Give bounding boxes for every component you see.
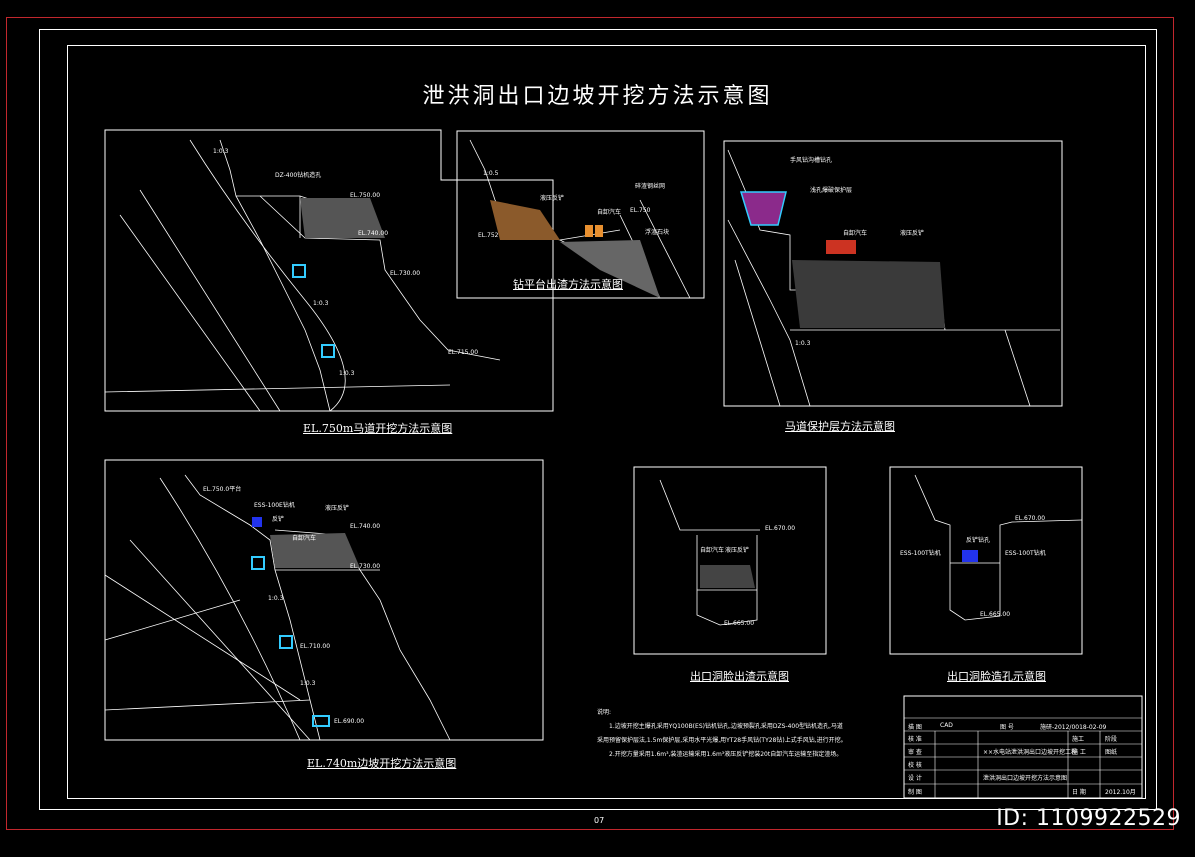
panel6-caption: 出口洞脸造孔示意图 [947,670,1046,683]
panel2-rock-pile [490,200,560,240]
panel6-label: ESS-100T钻机 [900,550,941,557]
panel4-hole-marker-2 [279,635,293,649]
notes-line: 2.开挖方量采用1.6m³,装渣运输采用1.6m³液压反铲挖装20t自卸汽车运输… [609,751,843,758]
panel5-label: 液压反铲 [725,547,750,554]
panel4-label: 液压反铲 [325,505,350,512]
panel4-label: EL.730.00 [350,563,381,570]
panel6-frame [889,466,1083,655]
notes-line: 采用预留保护层法,1.5m保护层,采用水平光爆,用YT28手风钻(TY28钻)上… [597,737,847,744]
panel2-label: 自卸汽车 [597,209,622,216]
panel2-label: 液压反铲 [540,195,565,202]
panel3-protection-layer [739,191,787,226]
panel6-label: 反铲钻孔 [966,537,991,544]
panel1-frame [104,129,554,412]
watermark-id: ID: 1109922529 [996,806,1181,831]
title-block-cell: 图纸 [1105,749,1118,756]
panel1-caption: EL.750m马道开挖方法示意图 [303,422,453,435]
panel5-caption: 出口洞脸出渣示意图 [690,670,789,683]
panel2-label: 碎渣钢丝网 [635,183,666,190]
panel3-label: 手风钻沟槽钻孔 [790,157,833,164]
panel3-label: 浅孔爆破保护层 [810,187,853,194]
panel1-rock-mass [300,198,385,238]
title-block-drawing-title: 泄洪洞出口边坡开挖方法示意图 [983,775,1068,782]
title-block-cell: 阶段 [1105,736,1118,743]
drawing-border-outer [39,29,1157,810]
title-block-cell: 核 准 [908,736,922,743]
panel1-label: 1:0.3 [313,300,329,307]
panel1-label: EL.730.00 [390,270,421,277]
panel4-label: ESS-100E钻机 [254,502,295,509]
panel4-rock-mass [270,533,360,568]
title-block-project: ××水电站泄洪洞出口边坡开挖工程 [983,749,1078,756]
panel6-drill-icon [962,550,978,562]
panel6-label: EL.670.00 [1015,515,1046,522]
title-block-cell: 施研-2012/0018-02-09 [1040,724,1107,731]
panel5-label: EL.665.00 [724,620,755,627]
panel4-hole-marker-3 [312,715,330,727]
panel1-label: 1:0.3 [213,148,229,155]
title-block-cell: 图 号 [1000,724,1014,731]
panel4-frame [104,459,544,741]
panel1-label: 1:0.3 [339,370,355,377]
panel3-label: 自卸汽车 [843,230,868,237]
panel2-caption: 钻平台出渣方法示意图 [513,278,623,291]
title-block-cell: 校 核 [908,762,922,769]
notes-line: 1.边坡开挖主爆孔采用YQ100B(ES)钻机钻孔,边坡预裂孔采用DZS-400… [609,723,843,730]
title-block-cell: CAD [940,722,953,729]
title-block-cell: 施工 [1072,736,1085,743]
outer-red-border [6,17,1174,830]
title-block-cell: 施 工 [1072,749,1086,756]
panel1-hole-marker-1 [292,264,306,278]
page-number: 07 [594,816,605,825]
panel5-frame [633,466,827,655]
panel6-label: ESS-100T钻机 [1005,550,1046,557]
panel5-label: 自卸汽车 [700,547,725,554]
panel3-label: 液压反铲 [900,230,925,237]
panel4-label: EL.710.00 [300,643,331,650]
panel2-gravel [560,240,660,298]
panel4-label: 自卸汽车 [292,535,317,542]
panel4-label: EL.740.00 [350,523,381,530]
panel2-label: EL.752 [478,232,499,239]
drawing-border-inner [67,45,1146,799]
panel4-label: 1:0.3 [300,680,316,687]
title-block-cell: 制 图 [908,789,922,796]
panel4-label: 反铲 [272,516,285,523]
panel2-truck-icon [585,225,593,237]
panel2-label: EL.750 [630,207,651,214]
title-block-cell: 描 图 [908,724,922,731]
panel4-label: 1:0.3 [268,595,284,602]
panel4-drill-icon [252,517,262,527]
panel4-hole-marker-1 [251,556,265,570]
title-block-cell: 设 计 [908,775,922,782]
panel6-label: EL.665.00 [980,611,1011,618]
drawing-title: 泄洪洞出口边坡开挖方法示意图 [422,84,773,109]
panel3-caption: 马道保护层方法示意图 [785,420,895,433]
notes-heading: 说明: [597,709,612,716]
title-block-cell: 2012.10月 [1105,789,1136,796]
panel5-label: EL.670.00 [765,525,796,532]
panel1-label: EL.715.00 [448,349,479,356]
panel2-label: 1:0.5 [483,170,499,177]
panel5-rock [700,565,755,588]
panel2-label: 浮渣石块 [645,229,670,236]
panel1-label: DZ-400钻机造孔 [275,172,322,179]
title-block-cell: 审 查 [908,749,922,756]
title-block-frame [903,695,1143,799]
panel3-label: 1:0.3 [795,340,811,347]
panel3-blasted-rock [792,260,945,328]
panel3-frame [723,140,1063,407]
panel1-hole-marker-2 [321,344,335,358]
panel4-label: EL.750.0平台 [203,486,242,493]
panel1-label: EL.750.00 [350,192,381,199]
panel4-label: EL.690.00 [334,718,365,725]
panel1-label: EL.740.00 [358,230,389,237]
panel3-truck-icon [826,240,856,254]
panel2-frame [456,130,705,299]
title-block-cell: 日 期 [1072,789,1086,796]
panel4-caption: EL.740m边坡开挖方法示意图 [307,757,457,770]
